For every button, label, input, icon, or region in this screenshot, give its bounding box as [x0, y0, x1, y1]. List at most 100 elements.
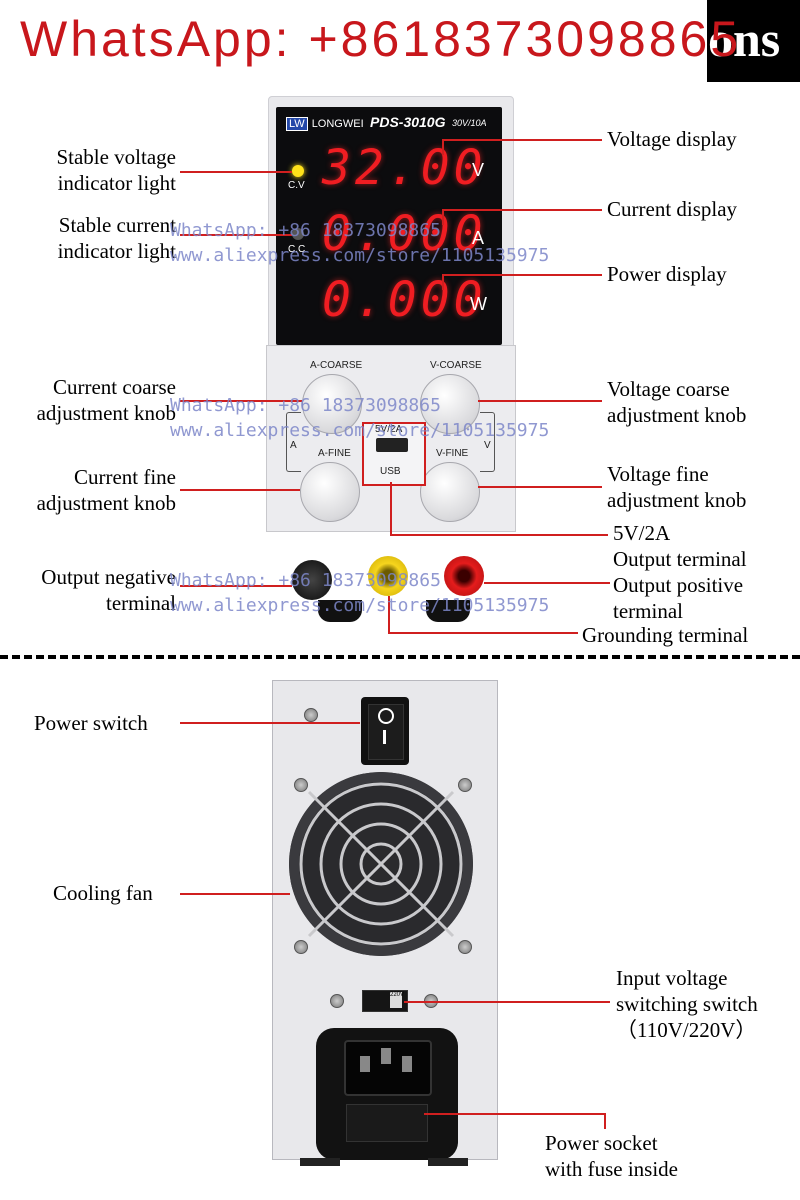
usb-port[interactable] — [376, 438, 408, 452]
current-leader-drop — [442, 209, 444, 225]
power-socket-leader-drop — [604, 1113, 606, 1129]
power-on-symbol-icon — [383, 730, 386, 744]
current-display: 0.000 — [322, 206, 487, 262]
power-unit: W — [470, 294, 487, 314]
socket-pin — [402, 1056, 412, 1072]
current-coarse-label-line1: Current coarse — [52, 375, 176, 399]
current-fine-label-line1: Current fine — [73, 465, 176, 489]
brand-name: LONGWEI — [311, 118, 364, 130]
back-foot — [428, 1158, 468, 1166]
section-divider — [0, 655, 800, 659]
current-coarse-label: Current coarse adjustment knob — [10, 374, 176, 426]
positive-leader-line — [484, 582, 610, 584]
positive-terminal-icon[interactable] — [444, 556, 484, 596]
back-foot — [300, 1158, 340, 1166]
watermark-store-1: www.aliexpress.com/store/1105135975 — [170, 245, 550, 266]
negative-terminal-label-line2: terminal — [106, 591, 176, 615]
front-foot-right — [426, 600, 470, 622]
usb-leader-line — [390, 534, 608, 536]
usb-rating-text: 5V/2A — [375, 424, 403, 435]
cv-light-label: Stable voltage indicator light — [20, 144, 176, 196]
voltage-fine-label: Voltage fine adjustment knob — [607, 461, 746, 513]
input-switch-label-line1: Input voltage — [616, 966, 728, 990]
cc-light-label-line2: indicator light — [57, 239, 176, 263]
positive-terminal-label: Output positive terminal — [613, 572, 743, 624]
power-switch-leader — [180, 722, 360, 724]
fuse-drawer[interactable] — [346, 1104, 428, 1142]
watermark-whatsapp-3: WhatsApp: +86 18373098865 — [170, 570, 441, 591]
header-black-block — [707, 0, 800, 82]
power-switch-label: Power switch — [34, 711, 148, 735]
input-switch-label-line3: （110V/220V） — [616, 1018, 757, 1042]
voltage-leader-drop — [442, 139, 444, 155]
positive-terminal-label-line2: terminal — [613, 599, 683, 623]
usb-text: USB — [380, 466, 401, 477]
usb-highlight-box — [362, 422, 426, 486]
negative-terminal-label-line1: Output negative — [41, 565, 176, 589]
socket-pin — [360, 1056, 370, 1072]
cc-light-label: Stable current indicator light — [20, 212, 176, 264]
fan-screw-icon — [294, 778, 308, 792]
cv-leader-line — [180, 171, 292, 173]
negative-terminal-label: Output negative terminal — [10, 564, 176, 616]
usb-output-label-line1: 5V/2A — [613, 521, 671, 545]
power-leader-line — [442, 274, 602, 276]
current-coarse-knob[interactable] — [302, 374, 362, 434]
voltage-fine-label-line2: adjustment knob — [607, 488, 747, 512]
screw-icon — [330, 994, 344, 1008]
fan-screw-icon — [458, 778, 472, 792]
voltage-fine-label-line1: Voltage fine — [607, 462, 709, 486]
power-socket-label-line1: Power socket — [545, 1131, 658, 1155]
voltage-fine-knob[interactable] — [420, 462, 480, 522]
rating: 30V/10A — [452, 118, 487, 128]
cc-led-icon — [292, 228, 304, 240]
usb-output-label-line2: Output terminal — [613, 547, 747, 571]
cv-led-icon — [292, 165, 304, 177]
display-panel — [276, 107, 502, 345]
current-fine-knob[interactable] — [300, 462, 360, 522]
current-unit: A — [472, 228, 485, 248]
current-fine-label: Current fine adjustment knob — [10, 464, 176, 516]
usb-leader-drop — [390, 482, 392, 536]
voltage-coarse-label: Voltage coarse adjustment knob — [607, 376, 746, 428]
positive-terminal-label-line1: Output positive — [613, 573, 744, 597]
watermark-whatsapp-2: WhatsApp: +86 18373098865 — [170, 395, 441, 416]
a-coarse-text: A-COARSE — [310, 360, 363, 371]
fan-screw-icon — [294, 940, 308, 954]
voltage-coarse-label-line1: Voltage coarse — [607, 377, 730, 401]
front-foot-left — [318, 600, 362, 622]
grounding-terminal-icon[interactable] — [368, 556, 408, 596]
cv-light-label-line1: Stable voltage — [56, 145, 176, 169]
input-switch-label-line2: switching switch — [616, 992, 758, 1016]
voltage-display-label: Voltage display — [607, 127, 737, 151]
current-fine-label-line2: adjustment knob — [36, 491, 176, 515]
cooling-fan-label: Cooling fan — [53, 881, 153, 905]
a-letter: A — [290, 440, 297, 451]
a-bracket — [286, 412, 301, 472]
voltage-fine-leader — [478, 486, 602, 488]
watermark-whatsapp-1: WhatsApp: +86 18373098865 — [170, 220, 441, 241]
cv-light-label-line2: indicator light — [57, 171, 176, 195]
voltage-leader-line — [442, 139, 602, 141]
cc-leader-line — [180, 234, 292, 236]
power-socket-leader — [424, 1113, 606, 1115]
header-whatsapp: WhatsApp: +8618373098865 — [20, 11, 742, 67]
cc-light-label-line1: Stable current — [58, 213, 176, 237]
cooling-fan-leader — [180, 893, 290, 895]
power-off-symbol-icon — [378, 708, 394, 724]
negative-leader-line — [180, 585, 292, 587]
current-coarse-label-line2: adjustment knob — [36, 401, 176, 425]
power-display-label: Power display — [607, 262, 727, 286]
header-cut-word: ons — [708, 11, 781, 67]
negative-terminal-icon[interactable] — [292, 560, 332, 600]
watermark-store-3: www.aliexpress.com/store/1105135975 — [170, 595, 550, 616]
current-fine-leader — [180, 489, 300, 491]
voltage-coarse-knob[interactable] — [420, 374, 480, 434]
screw-icon — [304, 708, 318, 722]
power-leader-drop — [442, 274, 444, 290]
fan-screw-icon — [458, 940, 472, 954]
fan-grille-icon — [299, 782, 463, 946]
current-display-label: Current display — [607, 197, 738, 221]
cc-text: C.C — [288, 244, 306, 255]
